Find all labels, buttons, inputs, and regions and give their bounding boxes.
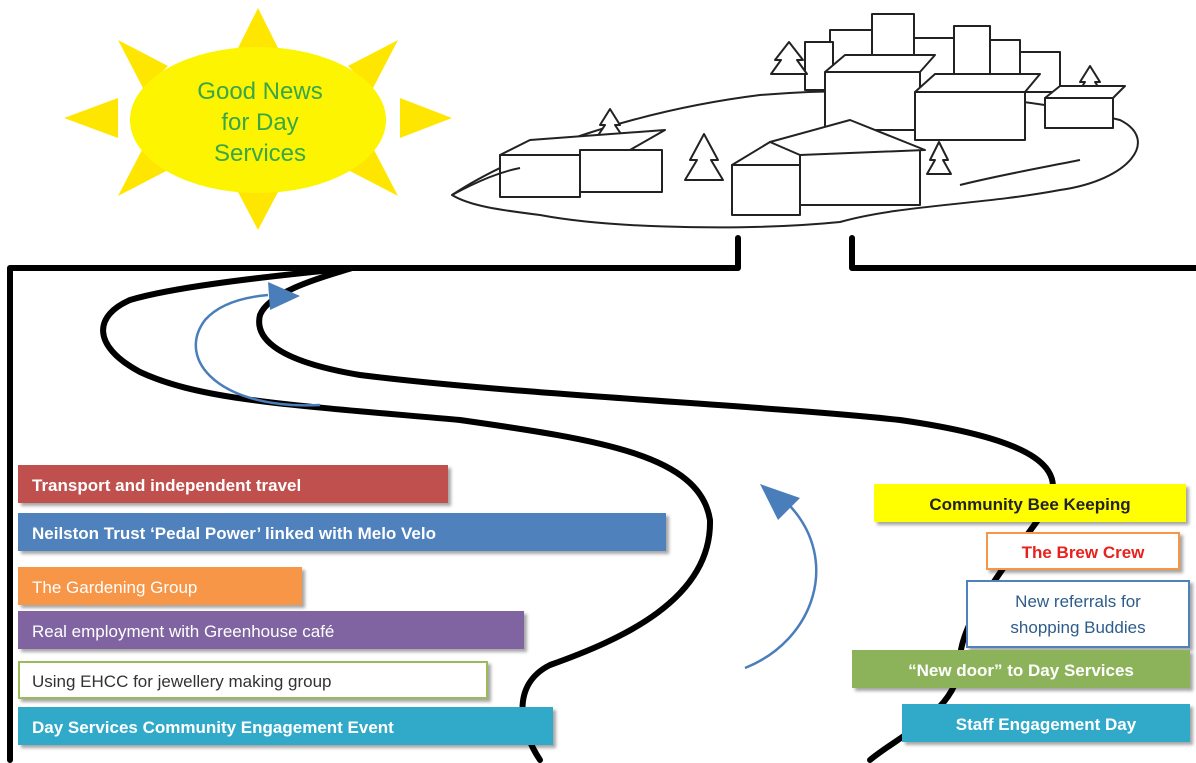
progress-arrow-upper xyxy=(194,293,321,407)
sun-title: Good News for Day Services xyxy=(150,76,370,169)
right-item-bee-keeping: Community Bee Keeping xyxy=(874,484,1186,522)
sun-disc xyxy=(130,47,386,193)
sun-title-line-3: Services xyxy=(213,140,307,167)
progress-arrows xyxy=(194,282,818,670)
village-icon xyxy=(451,13,1139,229)
progress-arrow-lower-head xyxy=(760,484,800,520)
progress-arrow-upper-head xyxy=(268,282,300,310)
sun-title-line-1: Good News xyxy=(197,78,323,105)
right-item-staff-engagement: Staff Engagement Day xyxy=(902,704,1190,742)
road xyxy=(7,235,1196,763)
sun-title-line-2: for Day xyxy=(221,109,299,136)
left-item-transport: Transport and independent travel xyxy=(18,465,448,503)
right-item-shopping-buddies: New referrals for shopping Buddies xyxy=(966,580,1190,648)
left-item-gardening-group: The Gardening Group xyxy=(18,567,302,605)
left-item-jewellery-group: Using EHCC for jewellery making group xyxy=(18,661,488,699)
right-item-new-door: “New door” to Day Services xyxy=(852,650,1190,688)
road-top-right-border xyxy=(849,235,1196,271)
right-item-brew-crew: The Brew Crew xyxy=(986,532,1180,570)
left-item-greenhouse-cafe: Real employment with Greenhouse café xyxy=(18,611,524,649)
left-item-engagement-event: Day Services Community Engagement Event xyxy=(18,707,553,745)
road-right-edge xyxy=(256,235,1056,763)
sun xyxy=(64,8,452,230)
road-left-edge xyxy=(7,265,714,763)
progress-arrow-lower xyxy=(744,505,818,670)
left-item-pedal-power: Neilston Trust ‘Pedal Power’ linked with… xyxy=(18,513,666,551)
